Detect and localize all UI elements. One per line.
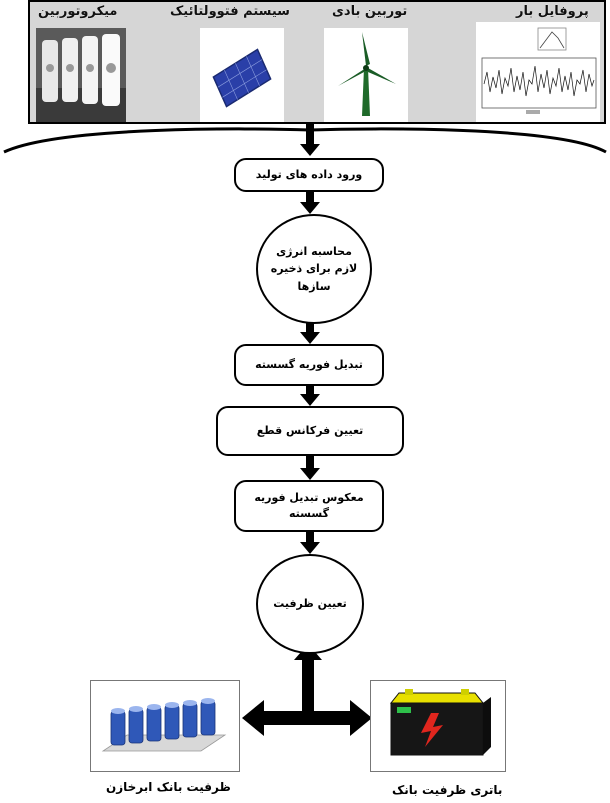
solar-panel-image xyxy=(200,28,284,122)
cutoff-frequency-box: تعیین فرکانس قطع xyxy=(216,406,404,456)
input-generation-data-box: ورود داده های تولید xyxy=(234,158,384,192)
load-profile-label: پروفایل بار xyxy=(516,4,589,19)
supercapacitor-image xyxy=(101,698,227,752)
microturbine-image xyxy=(36,28,126,122)
load-profile-image xyxy=(476,22,600,122)
battery-image xyxy=(389,689,491,756)
battery-frame xyxy=(370,680,506,772)
photovoltaic-label: سیستم فتوولتائیک xyxy=(170,4,290,19)
inverse-dft-box: معکوس تبدیل فوریه گسسته xyxy=(234,480,384,532)
supercapacitor-frame xyxy=(90,680,240,772)
battery-capacity-label: باتری ظرفیت بانک xyxy=(392,783,503,797)
wind-turbine-label: توربین بادی xyxy=(332,4,408,19)
energy-sources-panel: میکروتوربین سیستم فتوولتائیک توربین بادی xyxy=(28,0,606,124)
supercapacitor-capacity-label: ظرفیت بانک ابرخازن xyxy=(106,780,231,794)
energy-calculation-circle: محاسبه انرژی لازم برای ذخیره سازها xyxy=(256,214,372,324)
wind-turbine-image xyxy=(324,28,408,122)
dft-box: تبدیل فوریه گسسته xyxy=(234,344,384,386)
capacity-determination-circle: تعیین ظرفیت xyxy=(256,554,364,654)
microturbine-label: میکروتوربین xyxy=(38,4,118,19)
